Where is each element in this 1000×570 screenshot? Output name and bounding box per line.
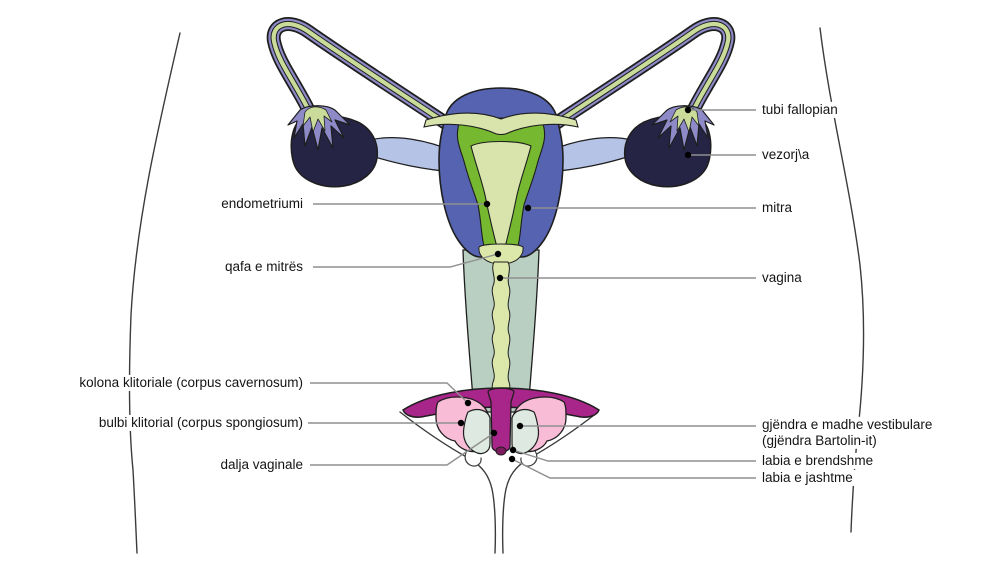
ovary-left xyxy=(290,114,379,188)
label-gjendra-line1: gjëndra e madhe vestibulare xyxy=(762,416,933,432)
dot-dalja-vaginale xyxy=(490,429,498,437)
thigh-crease-right xyxy=(501,411,599,554)
ligaments xyxy=(366,137,636,173)
body-contour-left xyxy=(128,32,181,554)
label-vagina: vagina xyxy=(759,269,805,287)
leader-dalja-vaginale xyxy=(310,432,495,466)
leader-lines xyxy=(308,109,756,479)
inner-labia-right xyxy=(511,408,540,455)
dot-labia-jashtme xyxy=(508,455,516,463)
dot-kolona-klitoriale xyxy=(464,399,472,407)
fallopian-tubes xyxy=(266,17,736,138)
dot-endometriumi xyxy=(483,200,491,208)
leader-dots xyxy=(457,106,692,463)
label-vezorja: vezorj\a xyxy=(759,146,813,164)
dot-vagina xyxy=(496,274,504,282)
fallopian-tube-left-core xyxy=(271,21,461,134)
fimbriae-left-green xyxy=(302,106,333,133)
label-tubi-fallopian: tubi fallopian xyxy=(759,101,841,119)
dot-mitra xyxy=(524,204,532,212)
thigh-crease-left xyxy=(399,411,497,554)
ovary-right xyxy=(623,114,712,188)
dot-vezorja xyxy=(684,151,692,159)
uterine-cavity xyxy=(470,140,532,252)
vulva-structures xyxy=(402,387,600,456)
dot-tubi-fallopian xyxy=(684,106,692,114)
leader-labia-jashtme xyxy=(511,458,756,479)
leader-labia-brendshme xyxy=(512,449,756,462)
label-endometriumi: endometriumi xyxy=(218,195,306,213)
label-bulbi-klitorial: bulbi klitorial (corpus spongiosum) xyxy=(95,414,306,432)
label-gjendra-vestibulare: gjëndra e madhe vestibulare (gjëndra Bar… xyxy=(759,416,936,450)
cavernosum-stem xyxy=(487,387,515,453)
label-qafa-e-mitres: qafa e mitrës xyxy=(221,258,306,276)
dot-labia-brendshme xyxy=(509,446,517,454)
leader-qafa-e-mitres xyxy=(313,253,499,268)
fimbriae xyxy=(287,105,715,151)
fimbriae-right-green xyxy=(669,106,700,133)
label-dalja-vaginale: dalja vaginale xyxy=(217,456,306,474)
label-mitra: mitra xyxy=(759,199,795,217)
dot-gjendra xyxy=(516,422,524,430)
label-kolona-klitoriale: kolona klitoriale (corpus cavernosum) xyxy=(76,374,306,392)
dot-bulbi-klitorial xyxy=(457,419,465,427)
leader-kolona-klitoriale xyxy=(310,382,469,404)
fundus-band xyxy=(423,112,579,136)
inner-labia-left xyxy=(462,408,491,455)
label-labia-e-jashtme: labia e jashtme xyxy=(759,469,856,487)
label-labia-e-brendshme: labia e brendshme xyxy=(759,452,877,470)
dot-qafa-e-mitres xyxy=(494,250,502,258)
label-gjendra-line2: (gjëndra Bartolin-it) xyxy=(762,433,877,448)
fallopian-tube-right-core xyxy=(541,21,731,134)
vaginal-opening-tip xyxy=(495,446,507,456)
ovaries xyxy=(290,114,712,188)
